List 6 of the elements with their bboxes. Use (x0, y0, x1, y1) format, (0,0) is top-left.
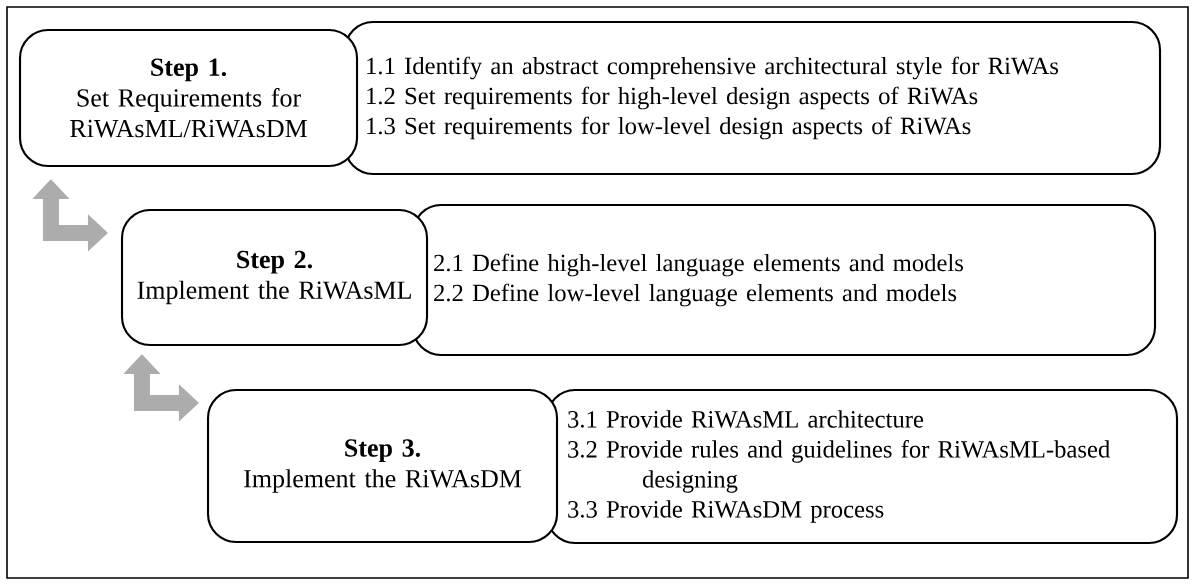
step-box: Step 2. Implement the RiWAsML (120, 208, 429, 347)
task-list-box: 1.1 Identify an abstract comprehensive architectural style for RiWAs 1.2 Set requirements for high-level design aspects of RiWAs 1.3 Set requirements for low-level design aspects of RiWAs (343, 20, 1162, 176)
step-box: Step 1. Set Requirements for RiWAsML/RiWAsDM (18, 28, 359, 168)
task-list-box: 2.1 Define high-level language elements and models 2.2 Define low-level language elements and models (411, 203, 1157, 357)
task-list-box: 3.1 Provide RiWAsML architecture 3.2 Provide rules and guidelines for RiWAsML-based designing 3.3 Provide RiWAsDM process (545, 388, 1179, 545)
step-box: Step 3. Implement the RiWAsDM (206, 388, 559, 544)
